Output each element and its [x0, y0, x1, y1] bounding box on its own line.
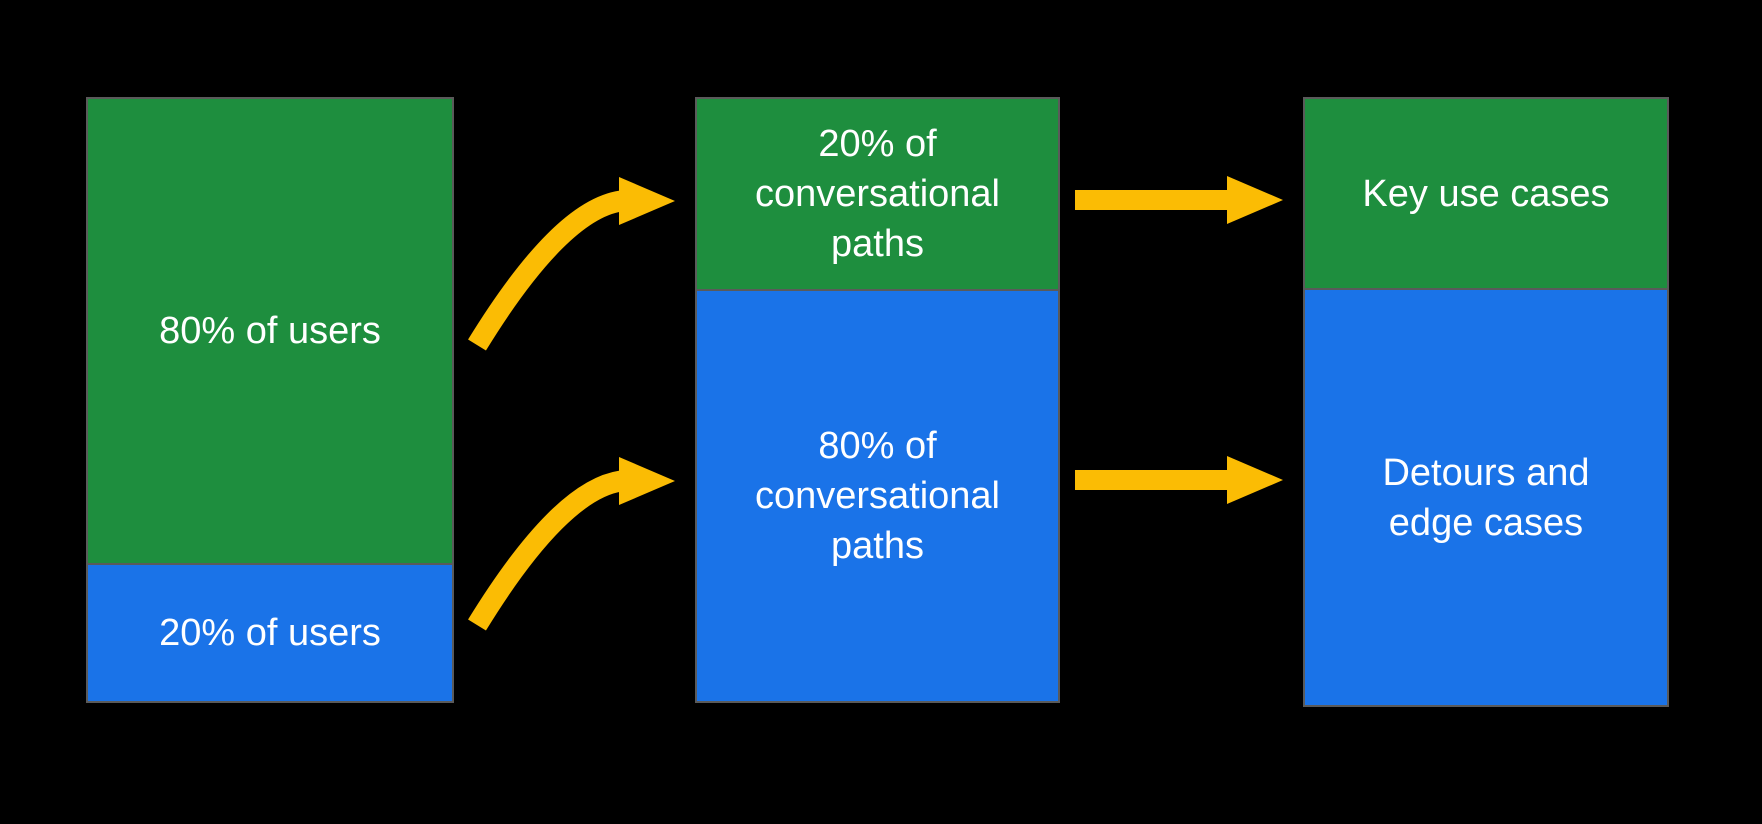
column-conversational-paths: 20% of conversational paths 80% of conve… — [695, 97, 1060, 703]
curved-arrow-bottom-head — [619, 457, 675, 505]
box-detours-edge-cases-label: Detours and edge cases — [1382, 451, 1590, 544]
box-80-percent-paths-label: 80% of conversational paths — [754, 425, 1001, 567]
straight-arrow-bottom-head — [1227, 456, 1283, 504]
box-80-percent-paths: 80% of conversational paths — [695, 289, 1060, 703]
column-outcomes: Key use cases Detours and edge cases — [1303, 97, 1669, 707]
box-80-percent-users-label: 80% of users — [159, 310, 381, 352]
curved-arrow-bottom-shaft — [468, 470, 624, 631]
box-20-percent-paths: 20% of conversational paths — [695, 97, 1060, 291]
box-20-percent-paths-label: 20% of conversational paths — [754, 123, 1001, 265]
curved-arrow-users-to-paths-top — [468, 177, 675, 351]
box-80-percent-users: 80% of users — [86, 97, 454, 565]
box-20-percent-users: 20% of users — [86, 563, 454, 703]
straight-arrow-top-head — [1227, 176, 1283, 224]
box-20-percent-users-label: 20% of users — [159, 612, 381, 654]
straight-arrow-paths-to-detours — [1075, 456, 1283, 504]
curved-arrow-top-head — [619, 177, 675, 225]
column-users: 80% of users 20% of users — [86, 97, 454, 703]
box-key-use-cases-label: Key use cases — [1362, 172, 1610, 215]
box-detours-edge-cases: Detours and edge cases — [1303, 288, 1669, 707]
curved-arrow-users-to-paths-bottom — [468, 457, 675, 631]
box-key-use-cases: Key use cases — [1303, 97, 1669, 290]
curved-arrow-top-shaft — [468, 190, 624, 351]
straight-arrow-paths-to-key-use-cases — [1075, 176, 1283, 224]
